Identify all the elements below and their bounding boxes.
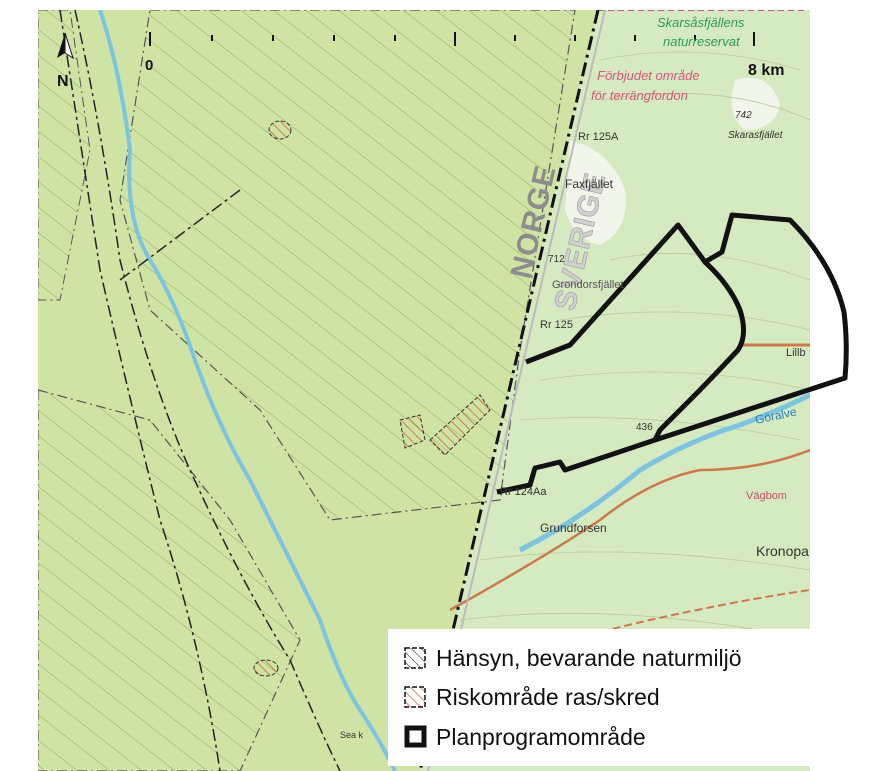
label-fafjallet: Faxfjället (565, 177, 614, 191)
label-skarasfjallet: Skarasfjället (728, 130, 784, 141)
risk-zones (253, 120, 491, 677)
legend-item-label-0: Hänsyn, bevarande naturmiljö (436, 645, 742, 671)
hatched-square-black-icon (404, 647, 426, 669)
reserve-name-line1: Skarsåsfjällens (657, 15, 745, 30)
river-norway (98, 10, 397, 771)
label-bottom-left: Sea k (340, 730, 364, 740)
label-712: 712 (548, 254, 565, 265)
label-grondorsfjallet: Grondorsfjället (552, 279, 624, 291)
reserve-name-line2: naturreservat (663, 34, 741, 49)
label-grundforsen: Grundforsen (540, 521, 607, 535)
legend-item-label-1: Riskområde ras/skred (436, 684, 660, 710)
restriction-line2: för terrängfordon (591, 88, 688, 103)
label-lillb: Lillb (786, 347, 806, 359)
skarasfjallet-summit (731, 77, 780, 130)
label-436: 436 (636, 422, 653, 433)
label-rr125: Rr 125 (540, 319, 573, 331)
sweden-area (420, 10, 810, 771)
conservation-zone-west (38, 10, 91, 301)
legend: Hänsyn, bevarande naturmiljö Riskområde … (388, 629, 810, 766)
label-vagbom: Vägbom (746, 490, 787, 502)
label-kronopa: Kronopa (756, 543, 809, 559)
river-goralven (518, 392, 810, 553)
hatched-square-red-icon (404, 686, 426, 708)
north-label: N (57, 73, 69, 90)
conservation-zone-southwest (38, 389, 301, 771)
trails (59, 10, 341, 771)
label-rr125a: Rr 125A (578, 131, 619, 143)
north-arrow-icon: N (57, 32, 74, 90)
scale-bar: 0 8 km (145, 32, 784, 79)
conservation-zone-main (119, 10, 576, 521)
scale-start-label: 0 (145, 57, 153, 74)
plan-program-indent (652, 260, 746, 442)
label-peak-742: 742 (735, 110, 752, 121)
label-rr124aa: Rr 124Aa (500, 486, 547, 498)
fafjallet-summit (565, 140, 626, 245)
legend-item-label-2: Planprogramområde (436, 724, 646, 750)
restriction-line1: Förbjudet område (597, 68, 700, 83)
contour-lines (459, 51, 810, 641)
bold-square-outline-icon (404, 725, 427, 748)
scale-end-label: 8 km (748, 62, 784, 79)
plan-program-boundary (496, 212, 849, 495)
